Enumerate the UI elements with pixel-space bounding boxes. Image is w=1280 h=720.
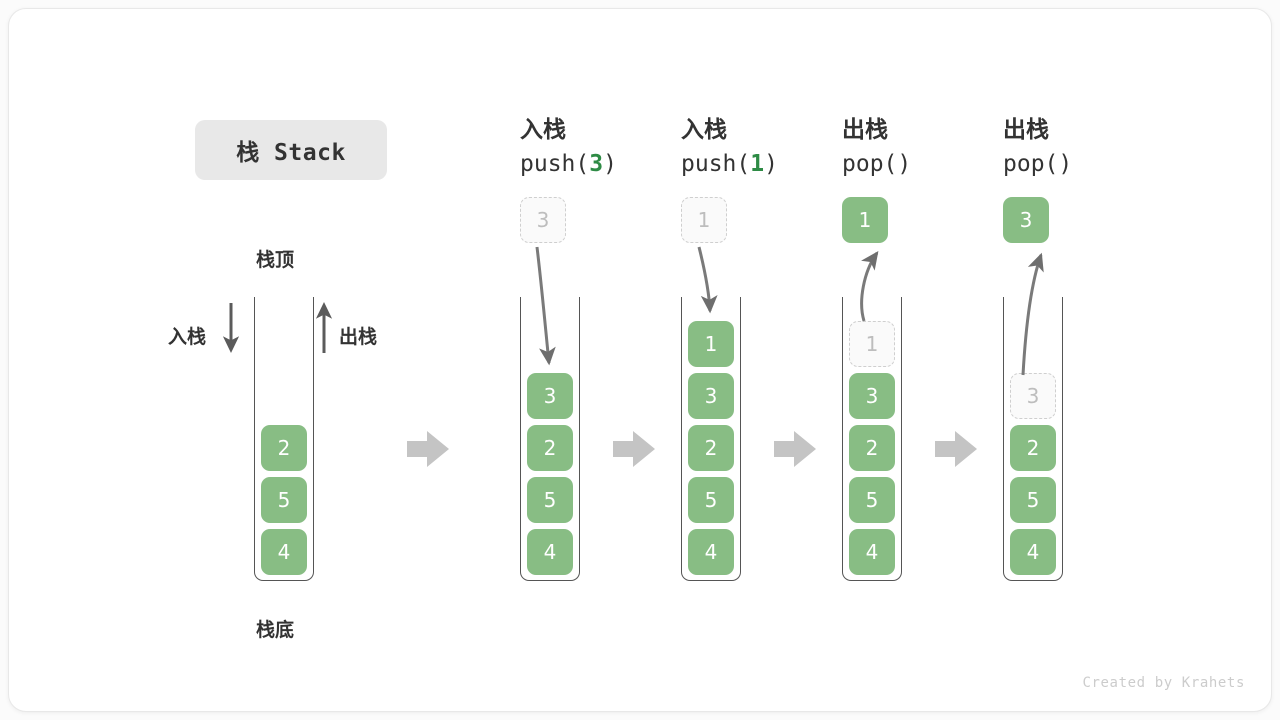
stack-cell: 5 [688, 477, 734, 523]
stack-cell: 2 [849, 425, 895, 471]
step-header-push-3: 入栈 push(3) [520, 113, 690, 181]
step-header-push-1: 入栈 push(1) [681, 113, 851, 181]
stack-cell: 5 [1010, 477, 1056, 523]
stack-tube-pop-3 [1003, 297, 1063, 581]
stack-cell: 2 [261, 425, 307, 471]
stack-cell: 4 [1010, 529, 1056, 575]
credit-text: Created by Krahets [1082, 675, 1245, 691]
step-header-value: 1 [750, 151, 765, 177]
stack-cell: 3 [849, 373, 895, 419]
stack-cell-removed: 3 [1010, 373, 1056, 419]
step-header-line1: 出栈 [1003, 117, 1049, 143]
step-header-pop-3: 出栈 pop() [1003, 113, 1173, 181]
stack-cell: 4 [849, 529, 895, 575]
step-header-line1: 出栈 [842, 117, 888, 143]
stack-cell: 4 [527, 529, 573, 575]
step-header-line1: 入栈 [681, 117, 727, 143]
floating-cell-push-3: 3 [520, 197, 566, 243]
stack-cell: 3 [527, 373, 573, 419]
stack-cell: 5 [849, 477, 895, 523]
stack-cell: 3 [688, 373, 734, 419]
stack-top-label: 栈顶 [256, 249, 295, 271]
step-header-value: 3 [589, 151, 604, 177]
step-header-pop-1: 出栈 pop() [842, 113, 1012, 181]
stack-cell-removed: 1 [849, 321, 895, 367]
transition-arrow-1 [407, 431, 449, 467]
stack-cell: 5 [261, 477, 307, 523]
step-header-line2: push(3) [520, 151, 617, 177]
stack-cell: 2 [688, 425, 734, 471]
stack-tube-push-1 [681, 297, 741, 581]
transition-arrow-3 [774, 431, 816, 467]
title-badge: 栈 Stack [195, 120, 387, 180]
step-header-line2: push(1) [681, 151, 778, 177]
stack-cell: 4 [261, 529, 307, 575]
stack-cell: 2 [527, 425, 573, 471]
stack-tube-push-3 [520, 297, 580, 581]
stack-tube-initial [254, 297, 314, 581]
step-header-line2: pop() [842, 151, 912, 177]
step-header-line2: pop() [1003, 151, 1073, 177]
floating-cell-pop-1: 1 [842, 197, 888, 243]
transition-arrow-2 [613, 431, 655, 467]
pop-direction-label: 出栈 [339, 326, 378, 348]
stack-tube-pop-1 [842, 297, 902, 581]
stack-cell: 4 [688, 529, 734, 575]
floating-cell-pop-3: 3 [1003, 197, 1049, 243]
stack-cell: 2 [1010, 425, 1056, 471]
stack-bottom-label: 栈底 [256, 619, 295, 641]
stack-cell: 5 [527, 477, 573, 523]
floating-cell-push-1: 1 [681, 197, 727, 243]
diagram-card: 栈 Stack 入栈 push(3) 入栈 push(1) 出栈 pop() 出… [8, 8, 1272, 712]
transition-arrow-4 [935, 431, 977, 467]
push-direction-label: 入栈 [168, 326, 207, 348]
stack-cell: 1 [688, 321, 734, 367]
step-header-line1: 入栈 [520, 117, 566, 143]
